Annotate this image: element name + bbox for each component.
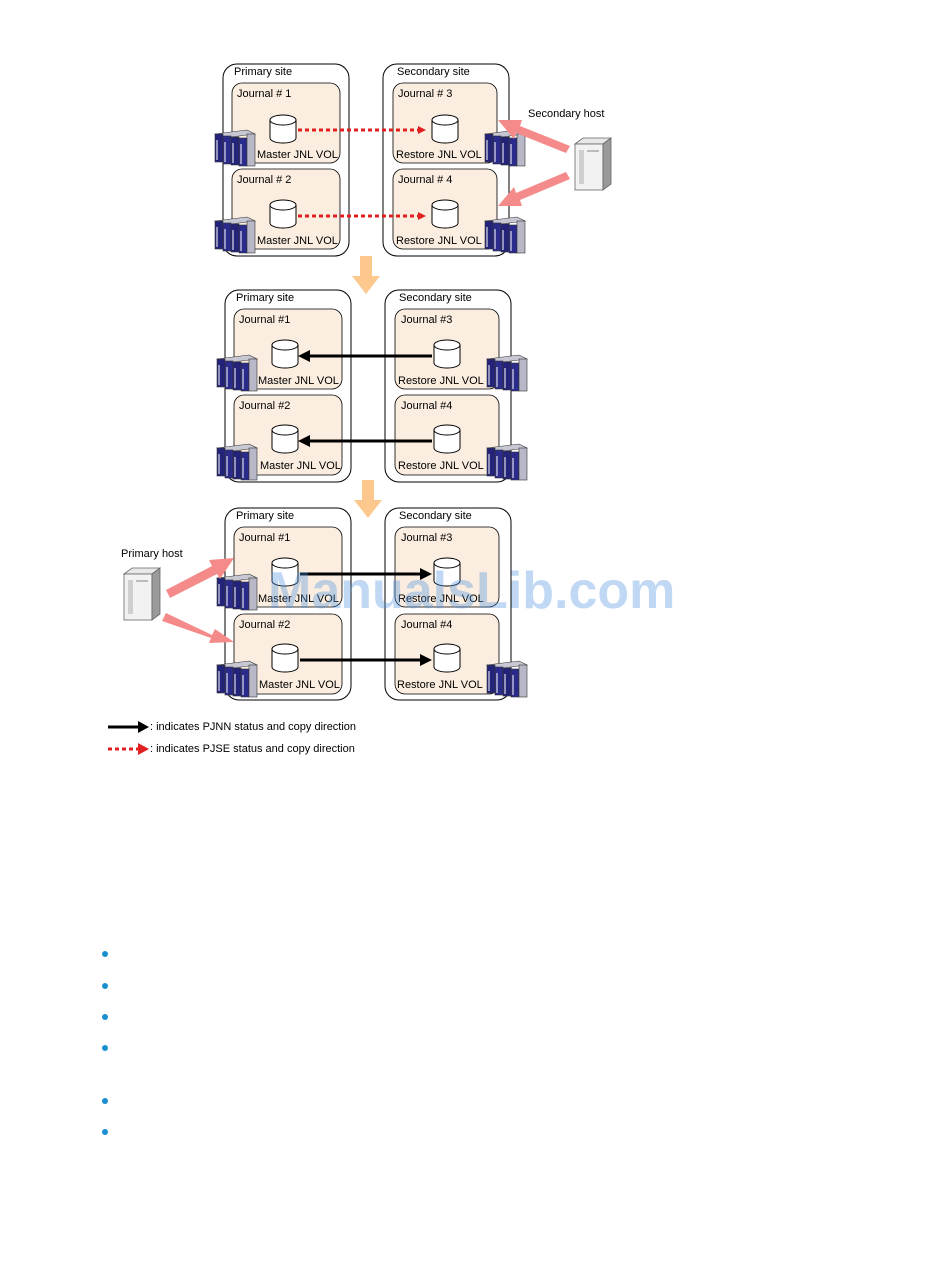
journal-label: Journal #2 xyxy=(239,400,290,412)
legend: : indicates PJNN status and copy directi… xyxy=(108,721,356,755)
disk-icon xyxy=(433,339,461,369)
storage-icon xyxy=(216,660,258,698)
storage-icon xyxy=(486,443,528,481)
storage-icon xyxy=(484,216,526,254)
journal-label: Journal #1 xyxy=(239,532,290,544)
storage-icon xyxy=(214,216,256,254)
volume-label: Restore JNL VOL xyxy=(396,235,482,247)
pjnn-arrowhead xyxy=(420,568,432,580)
storage-icon xyxy=(214,129,256,167)
host-arrow xyxy=(166,558,234,598)
primary-site-label: Primary site xyxy=(236,292,294,304)
disk-icon xyxy=(269,114,297,144)
volume-label: Restore JNL VOL xyxy=(396,149,482,161)
storage-icon xyxy=(486,660,528,698)
disk-icon xyxy=(431,114,459,144)
primary-site-label: Primary site xyxy=(236,510,294,522)
volume-label: Restore JNL VOL xyxy=(398,375,484,387)
journal-label: Journal #3 xyxy=(401,314,452,326)
secondary-site-label: Secondary site xyxy=(397,66,470,78)
bullet-dot xyxy=(100,1012,110,1022)
host-label: Secondary host xyxy=(528,108,604,120)
volume-label: Master JNL VOL xyxy=(258,375,339,387)
journal-label: Journal # 2 xyxy=(237,174,291,186)
journal-label: Journal #1 xyxy=(239,314,290,326)
legend-dashed-text: : indicates PJSE status and copy directi… xyxy=(150,743,355,755)
storage-icon xyxy=(484,129,526,167)
journal-label: Journal #2 xyxy=(239,619,290,631)
volume-label: Restore JNL VOL xyxy=(398,593,484,605)
disk-icon xyxy=(269,199,297,229)
bullet-dot xyxy=(100,981,110,991)
disk-icon xyxy=(271,339,299,369)
primary-site-label: Primary site xyxy=(234,66,292,78)
bullet-dot xyxy=(100,949,110,959)
legend-solid-arrowhead xyxy=(138,721,149,733)
panel-3: Primary site Secondary site Journal #1 M… xyxy=(121,507,528,701)
storage-icon xyxy=(216,573,258,611)
pjnn-arrowhead xyxy=(298,435,310,447)
legend-dashed-arrowhead xyxy=(138,743,149,755)
panel-2: Primary site Secondary site Journal #1 M… xyxy=(216,289,528,483)
volume-label: Master JNL VOL xyxy=(258,593,339,605)
bullet-dot xyxy=(100,1096,110,1106)
host-arrow xyxy=(162,613,234,643)
journal-label: Journal #3 xyxy=(401,532,452,544)
storage-icon xyxy=(486,354,528,392)
disk-icon xyxy=(271,643,299,673)
secondary-host-icon xyxy=(574,137,612,191)
panel-1: Primary site Secondary site Journal # 1 … xyxy=(214,63,612,257)
disk-icon xyxy=(271,424,299,454)
legend-solid-text: : indicates PJNN status and copy directi… xyxy=(150,721,356,733)
host-arrow xyxy=(498,120,570,153)
volume-label: Restore JNL VOL xyxy=(397,679,483,691)
host-arrow xyxy=(498,172,570,206)
secondary-site-box xyxy=(384,507,512,701)
storage-icon xyxy=(216,354,258,392)
volume-label: Master JNL VOL xyxy=(260,460,341,472)
disk-icon xyxy=(433,643,461,673)
journal-label: Journal # 1 xyxy=(237,88,291,100)
storage-icon xyxy=(216,443,258,481)
journal-label: Journal #4 xyxy=(401,619,452,631)
volume-label: Master JNL VOL xyxy=(257,149,338,161)
step-arrow xyxy=(354,480,382,518)
pjnn-arrowhead xyxy=(420,654,432,666)
bullet-dot xyxy=(100,1043,110,1053)
volume-label: Restore JNL VOL xyxy=(398,460,484,472)
pjnn-arrowhead xyxy=(298,350,310,362)
disk-icon xyxy=(431,199,459,229)
journal-label: Journal #4 xyxy=(401,400,452,412)
journal-label: Journal # 3 xyxy=(398,88,452,100)
disk-icon xyxy=(433,424,461,454)
bullet-dot xyxy=(100,1127,110,1137)
host-label: Primary host xyxy=(121,548,183,560)
volume-label: Master JNL VOL xyxy=(259,679,340,691)
journal-label: Journal # 4 xyxy=(398,174,452,186)
volume-label: Master JNL VOL xyxy=(257,235,338,247)
secondary-site-label: Secondary site xyxy=(399,510,472,522)
primary-host-icon xyxy=(123,567,161,621)
secondary-site-label: Secondary site xyxy=(399,292,472,304)
watermark: ManualsLib.com xyxy=(268,562,675,620)
step-arrow xyxy=(352,256,380,294)
